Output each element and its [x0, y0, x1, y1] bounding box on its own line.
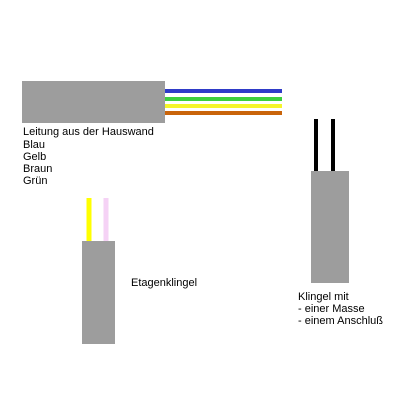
bell-cable — [311, 119, 349, 283]
wall-cable-sheath — [22, 81, 165, 123]
bell-sheath — [311, 171, 349, 283]
floor-bell-cable — [82, 198, 115, 344]
wall-cable-caption: Leitung aus der Hauswand — [23, 126, 154, 138]
wall-cable — [22, 81, 282, 123]
bell-detail-2: - einem Anschluß — [298, 315, 383, 327]
floor-bell-sheath — [82, 241, 115, 344]
wire-label-4: Grün — [23, 175, 47, 187]
bell-caption: Klingel mit — [298, 291, 349, 303]
wire-label-3: Braun — [23, 163, 52, 175]
floor-bell-caption: Etagenklingel — [131, 277, 197, 289]
bell-detail-1: - einer Masse — [298, 303, 365, 315]
wire-label-1: Blau — [23, 139, 45, 151]
wire-label-2: Gelb — [23, 151, 46, 163]
